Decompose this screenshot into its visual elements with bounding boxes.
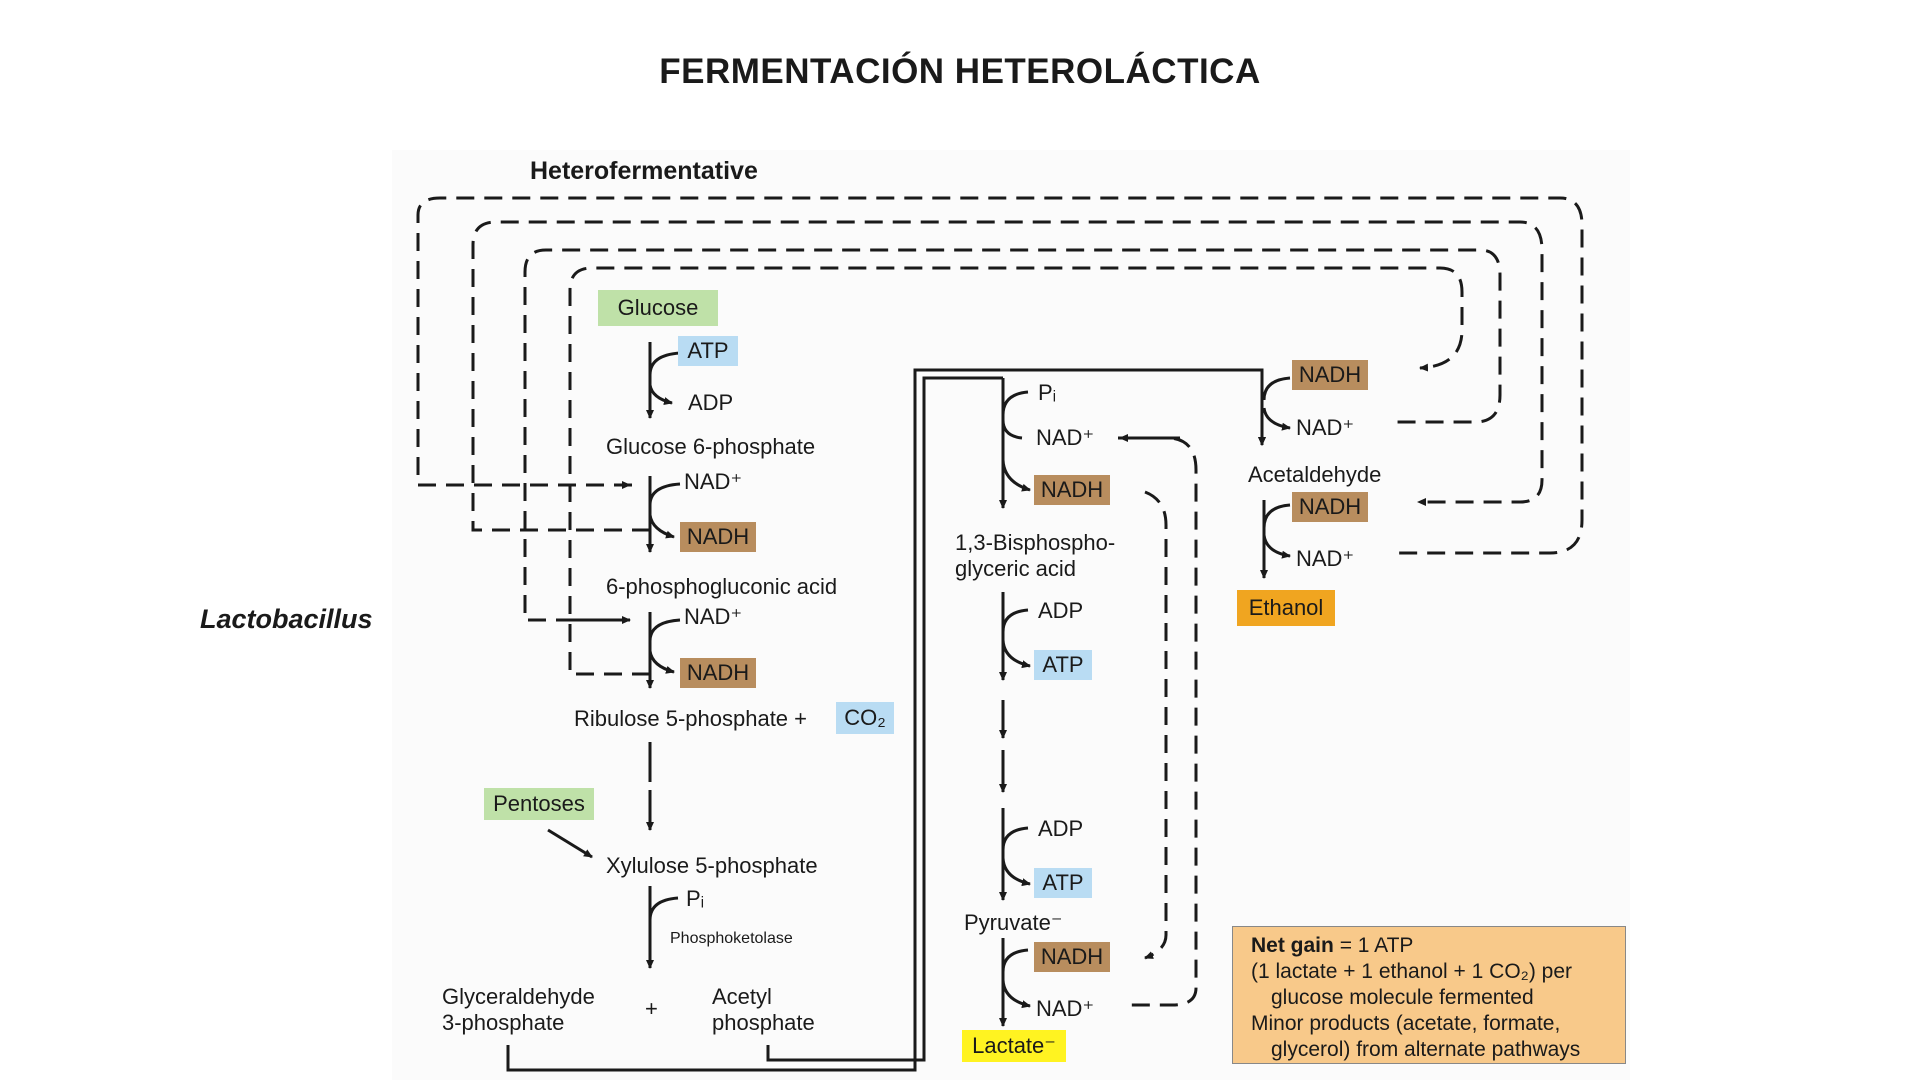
lactate-box: Lactate⁻	[962, 1030, 1066, 1062]
pentoses-box: Pentoses	[484, 788, 594, 820]
ribulose-5-phosphate-label: Ribulose 5-phosphate +	[574, 706, 807, 731]
bpg-line: glyceric acid	[955, 556, 1077, 581]
nadh-box: NADH	[680, 658, 756, 688]
nad-plus-label: NAD⁺	[684, 604, 743, 629]
acetyl-line: phosphate	[712, 1010, 815, 1035]
nadh-box: NADH	[1292, 492, 1368, 522]
nadh-box: NADH	[1034, 942, 1110, 972]
ethanol-box: Ethanol	[1237, 590, 1335, 626]
phosphate-label: Pᵢ	[686, 886, 705, 911]
nadh-box: NADH	[680, 522, 756, 552]
glucose-box: Glucose	[598, 290, 718, 326]
net-gain-value: = 1 ATP	[1339, 934, 1414, 957]
nad-plus-label: NAD⁺	[1296, 546, 1355, 571]
phosphate-label: Pᵢ	[1038, 380, 1057, 405]
net-gain-summary-box: Net gain = 1 ATP (1 lactate + 1 ethanol …	[1232, 926, 1626, 1064]
pyruvate-label: Pyruvate⁻	[964, 910, 1063, 935]
nad-plus-label: NAD⁺	[1036, 996, 1095, 1021]
glyceraldehyde-line: 3-phosphate	[442, 1010, 565, 1035]
glyceraldehyde-3-phosphate-label: Glyceraldehyde 3-phosphate	[442, 984, 595, 1036]
nad-plus-label: NAD⁺	[1036, 425, 1095, 450]
adp-label: ADP	[1038, 598, 1084, 623]
adp-label: ADP	[1038, 816, 1084, 841]
summary-line: glucose molecule fermented	[1271, 986, 1534, 1009]
acetaldehyde-label: Acetaldehyde	[1248, 462, 1382, 487]
summary-line: (1 lactate + 1 ethanol + 1 CO₂) per	[1251, 960, 1572, 983]
summary-line: glycerol) from alternate pathways	[1271, 1038, 1581, 1061]
bisphosphoglyceric-acid-label: 1,3-Bisphospho- glyceric acid	[955, 530, 1115, 582]
nadh-box: NADH	[1034, 475, 1110, 505]
co2-box: CO₂	[836, 702, 894, 734]
atp-box: ATP	[678, 336, 738, 366]
phosphoketolase-label: Phosphoketolase	[670, 930, 793, 947]
summary-line: Minor products (acetate, formate,	[1251, 1012, 1561, 1035]
acetyl-phosphate-label: Acetyl phosphate	[712, 984, 815, 1036]
nad-plus-label: NAD⁺	[1296, 415, 1355, 440]
acetyl-line: Acetyl	[712, 984, 772, 1009]
atp-box: ATP	[1034, 650, 1092, 680]
xylulose-5-phosphate-label: Xylulose 5-phosphate	[606, 853, 818, 878]
panel-heading: Heterofermentative	[530, 157, 758, 185]
net-gain-label: Net gain	[1251, 934, 1334, 957]
6-phosphogluconic-acid-label: 6-phosphogluconic acid	[606, 574, 838, 599]
page-title: FERMENTACIÓN HETEROLÁCTICA	[659, 52, 1261, 91]
bpg-line: 1,3-Bisphospho-	[955, 530, 1116, 555]
nad-plus-label: NAD⁺	[684, 469, 743, 494]
atp-box: ATP	[1034, 868, 1092, 898]
glyceraldehyde-line: Glyceraldehyde	[442, 984, 595, 1009]
net-gain-line: Net gain = 1 ATP	[1251, 933, 1607, 959]
dashed-shuttle-lines	[416, 196, 1584, 1007]
nadh-box: NADH	[1292, 360, 1368, 390]
plus-sign: +	[645, 996, 658, 1021]
solid-pathway-arrows	[506, 342, 1291, 1072]
glucose-6-phosphate-label: Glucose 6-phosphate	[606, 434, 816, 459]
organism-label: Lactobacillus	[200, 604, 373, 634]
adp-label: ADP	[688, 390, 734, 415]
